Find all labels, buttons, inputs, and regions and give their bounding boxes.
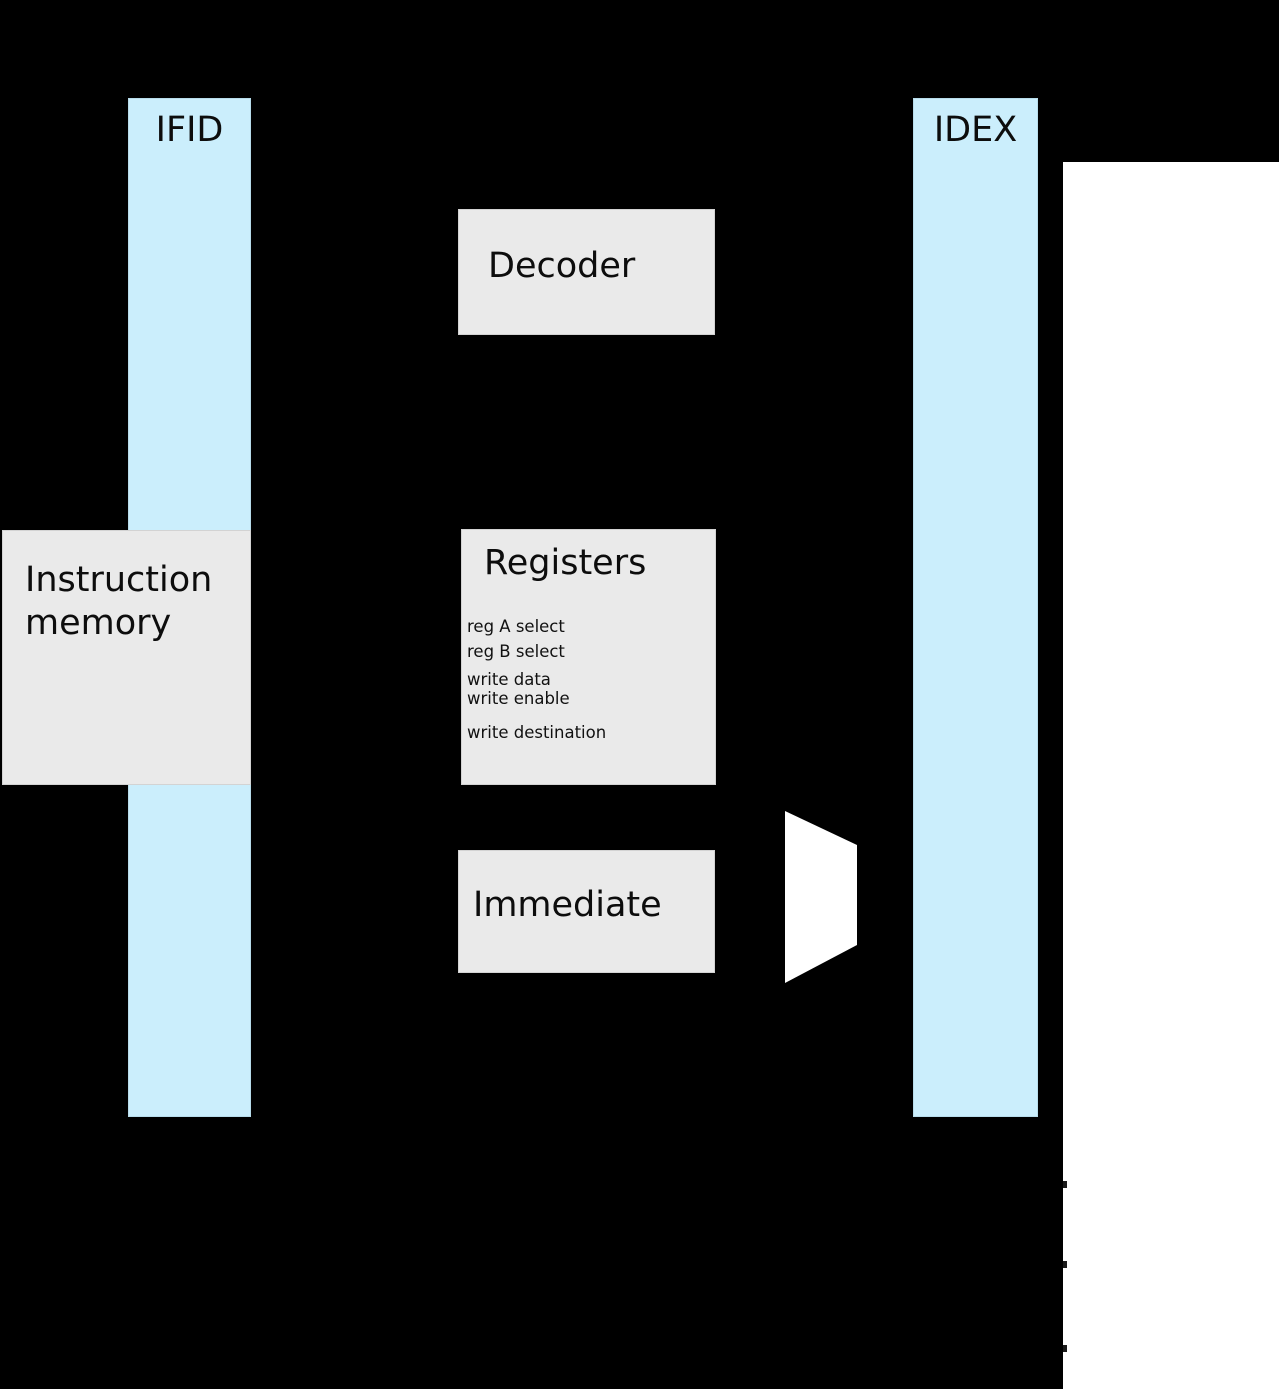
mux-trapezoid-icon [785, 811, 857, 983]
unit-registers-title: Registers [484, 543, 647, 583]
registers-port-reg-a-select: reg A select [467, 617, 565, 636]
registers-port-write-destination: write destination [467, 723, 607, 742]
unit-immediate[interactable]: Immediate [458, 850, 715, 973]
pipeline-register-idex[interactable]: IDEX [913, 98, 1038, 1117]
operand-b-mux[interactable] [783, 808, 861, 986]
panel-edge-tick-3 [1063, 1345, 1067, 1352]
pipeline-register-ifid-label: IFID [155, 110, 224, 150]
panel-edge-tick-2 [1063, 1261, 1067, 1268]
right-white-panel [1063, 162, 1279, 1389]
unit-registers[interactable]: Registers reg A select reg B select writ… [461, 529, 716, 785]
registers-port-reg-b-select: reg B select [467, 642, 565, 661]
unit-instruction-memory-title: Instruction memory [25, 560, 213, 643]
pipeline-register-idex-label: IDEX [933, 110, 1018, 150]
registers-port-write-enable: write enable [467, 689, 570, 708]
unit-decoder[interactable]: Decoder [458, 209, 715, 335]
unit-immediate-title: Immediate [473, 885, 662, 925]
unit-decoder-title: Decoder [488, 246, 636, 286]
unit-instruction-memory[interactable]: Instruction memory [2, 530, 251, 785]
panel-edge-tick-1 [1063, 1181, 1067, 1188]
registers-port-write-data: write data [467, 670, 551, 689]
